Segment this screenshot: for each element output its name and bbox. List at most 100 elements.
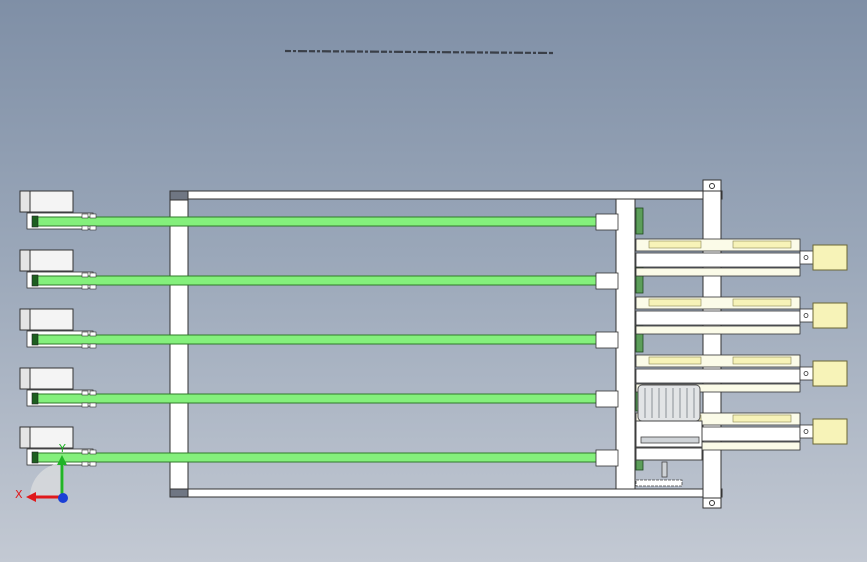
belt-roller-left [31, 333, 39, 346]
belt-clamp [89, 225, 97, 231]
outfeed-slide [732, 356, 792, 365]
drawing-title-strip [284, 49, 554, 55]
y-axis-arrowhead [57, 455, 67, 465]
belt-clamp [81, 331, 89, 337]
belt-clamp [81, 225, 89, 231]
infeed-motor-endcap [19, 190, 31, 213]
outfeed-slide [648, 240, 702, 249]
motor-foot [635, 479, 683, 487]
belt-tail-block [595, 390, 619, 408]
belt-tail-block [595, 331, 619, 349]
belt-clamp [89, 284, 97, 290]
belt-lane [19, 308, 644, 353]
belt-clamp [89, 343, 97, 349]
belt-clamp [81, 449, 89, 455]
outfeed-guide-mid [635, 368, 801, 384]
belt-clamp [89, 449, 97, 455]
infeed-motor-endcap [19, 308, 31, 331]
gearbox-base [635, 447, 703, 461]
belt-clamp [81, 402, 89, 408]
belt-roller-left [31, 215, 39, 228]
outfeed-fitting [803, 255, 809, 260]
outfeed-connector [799, 308, 814, 323]
outfeed-slide [732, 298, 792, 307]
infeed-motor-endcap [19, 367, 31, 390]
belt-strip [34, 452, 618, 463]
belt-clamp [81, 461, 89, 467]
belt-strip [34, 334, 618, 345]
drive-motor-assembly [635, 384, 703, 487]
frame-left-post-cap-bottom [169, 488, 189, 498]
outfeed-fitting [803, 313, 809, 318]
outfeed-guide-mid [635, 252, 801, 268]
y-axis-label: Y [58, 442, 66, 455]
belt-tail-block [595, 213, 619, 231]
belt-clamp [89, 272, 97, 278]
x-axis-arrowhead [26, 492, 36, 502]
outfeed-slide [732, 240, 792, 249]
outfeed-slide [648, 298, 702, 307]
outfeed-slide [732, 414, 792, 423]
outfeed-fitting [803, 429, 809, 434]
triad-plane [30, 463, 64, 497]
belt-clamp [81, 390, 89, 396]
belt-strip [34, 275, 618, 286]
belt-clamp [81, 284, 89, 290]
frame-right-post [702, 180, 722, 509]
frame-left-post-cap-top [169, 190, 189, 201]
belt-clamp [81, 213, 89, 219]
motor-stem [661, 461, 668, 478]
belt-tail-block [595, 449, 619, 467]
frame-bottom-rail [169, 488, 723, 498]
coordinate-triad: X Y [15, 442, 68, 503]
outfeed-guide-mid [635, 310, 801, 326]
outfeed-connector [799, 424, 814, 439]
frame-right-post-cap-top [702, 179, 722, 192]
motor-fins [644, 388, 695, 418]
outfeed-cylinder [812, 302, 848, 329]
frame-bolt [709, 183, 715, 189]
outfeed-cylinder [812, 244, 848, 271]
belt-lane [19, 190, 644, 235]
outfeed-guide-bottom [635, 267, 801, 277]
belt-roller-left [31, 274, 39, 287]
outfeed-cylinder [812, 418, 848, 445]
belt-lanes [19, 190, 644, 471]
belt-clamp [89, 213, 97, 219]
outfeed-fitting [803, 371, 809, 376]
outfeed-connector [799, 250, 814, 265]
belt-clamp [89, 461, 97, 467]
outfeed-slide [648, 356, 702, 365]
belt-strip [34, 216, 618, 227]
frame-mid-post [615, 198, 636, 490]
outfeed-lane [635, 354, 848, 393]
belt-sprocket [635, 207, 644, 235]
belt-clamp [81, 343, 89, 349]
belt-lane [19, 426, 644, 471]
outfeed-lane [635, 296, 848, 335]
outfeed-guide-bottom [635, 325, 801, 335]
belt-roller-left [31, 451, 39, 464]
belt-clamp [89, 402, 97, 408]
outfeed-cylinder [812, 360, 848, 387]
frame-bolt [709, 500, 715, 506]
z-axis-dot [58, 493, 68, 503]
outfeed-connector [799, 366, 814, 381]
drive-motor-housing [637, 384, 701, 422]
gearbox-shaft [640, 436, 700, 444]
belt-roller-left [31, 392, 39, 405]
infeed-motor-endcap [19, 249, 31, 272]
belt-strip [34, 393, 618, 404]
belt-clamp [89, 390, 97, 396]
belt-lane [19, 249, 644, 294]
outfeed-lane [635, 238, 848, 277]
x-axis-label: X [15, 488, 23, 501]
belt-lane [19, 367, 644, 412]
frame-top-rail [169, 190, 723, 200]
infeed-motor-endcap [19, 426, 31, 449]
belt-clamp [81, 272, 89, 278]
frame-right-post-cap-bottom [702, 497, 722, 509]
belt-tail-block [595, 272, 619, 290]
outfeed-guide-bottom [635, 383, 801, 393]
